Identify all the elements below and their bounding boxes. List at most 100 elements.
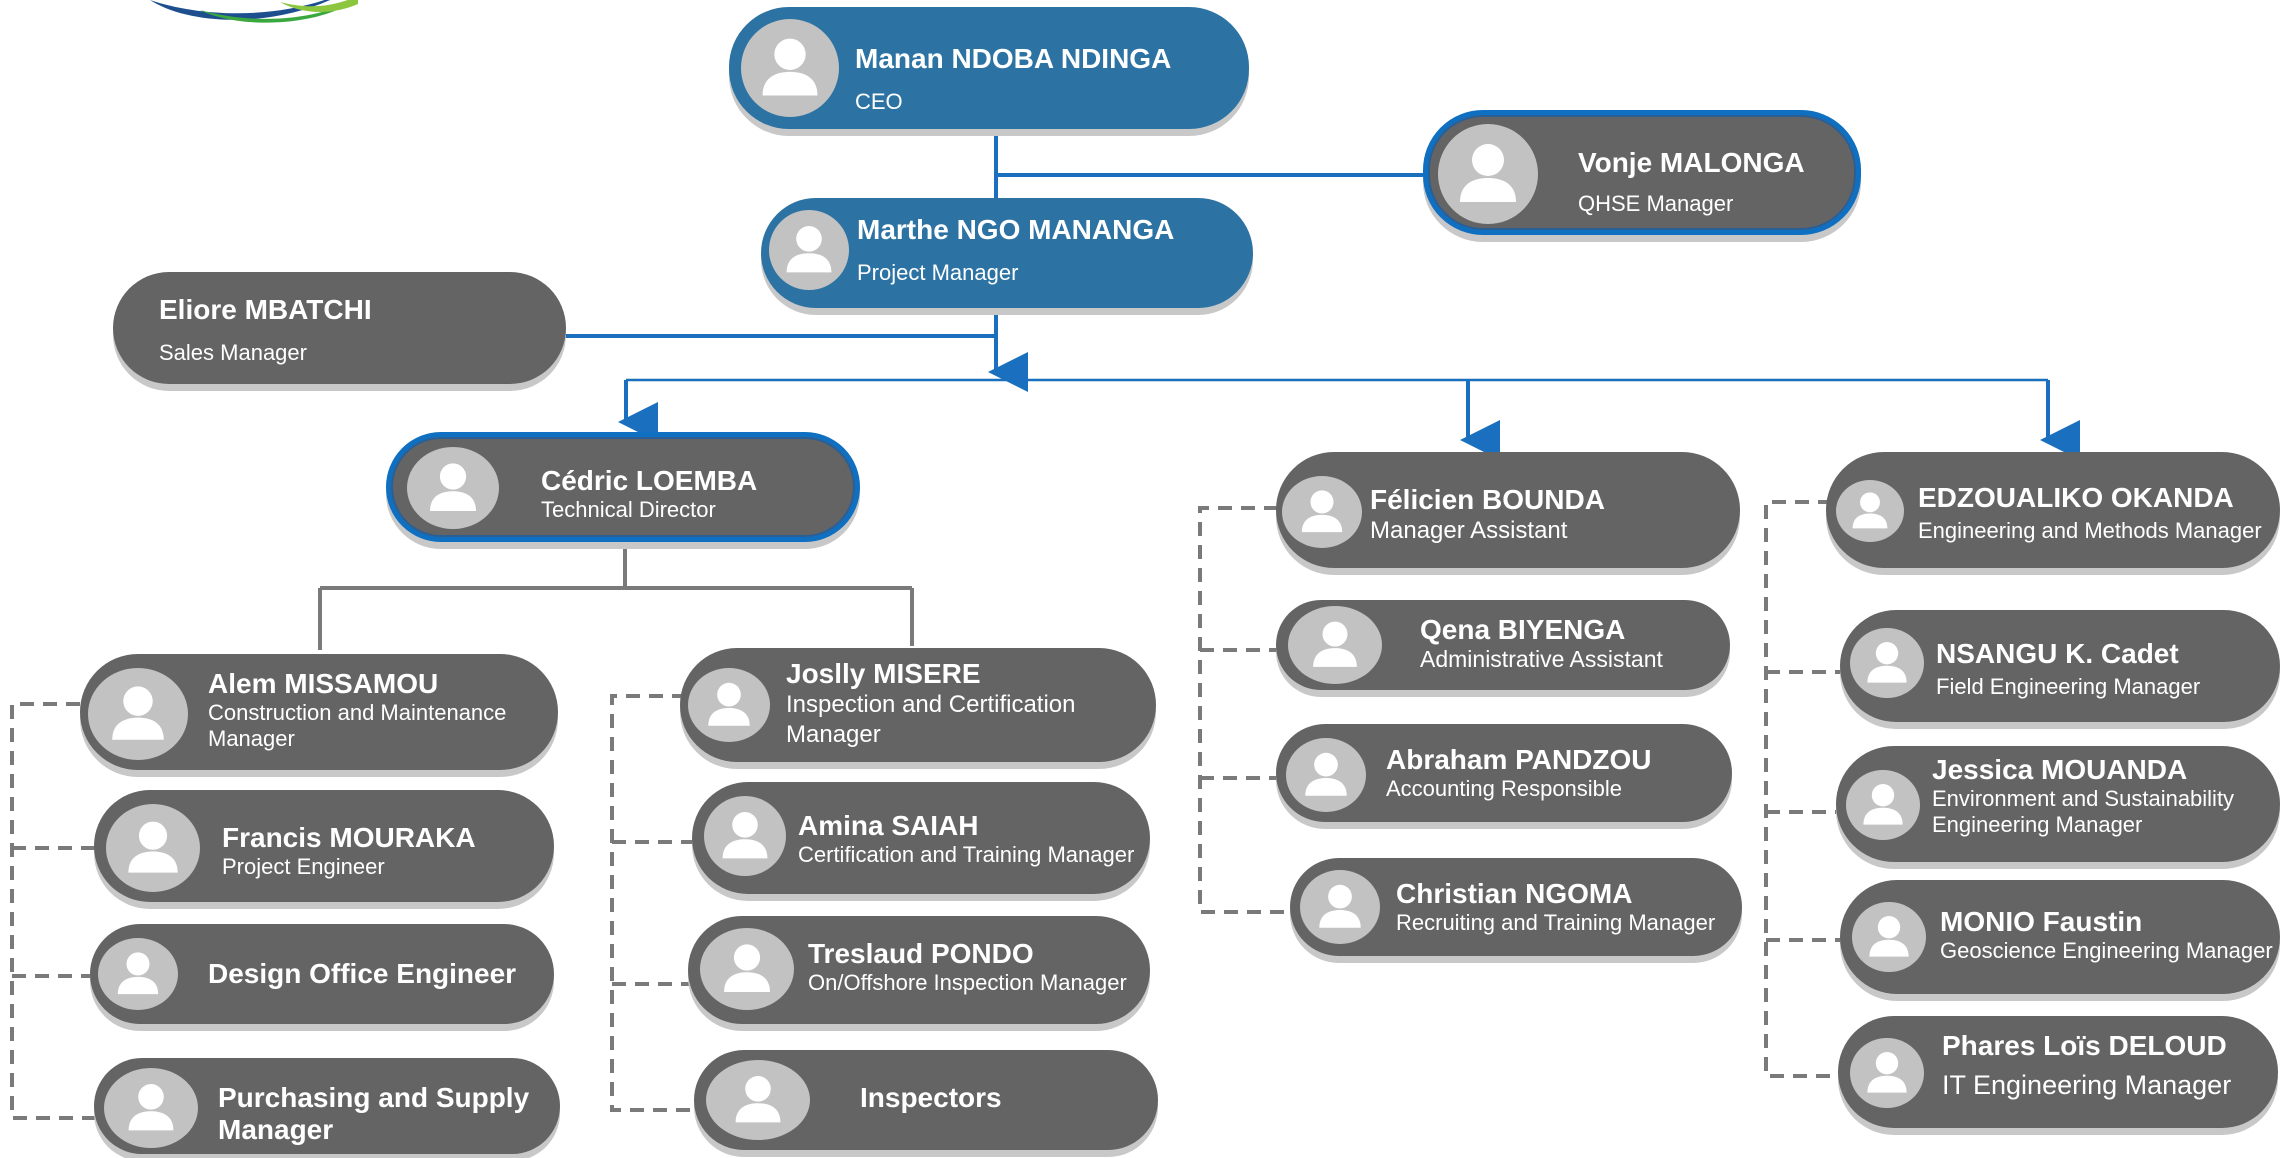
avatar (688, 668, 770, 742)
person-icon (1867, 642, 1907, 683)
node-title: Technical Director (541, 497, 716, 522)
node-title: Administrative Assistant (1420, 646, 1663, 672)
avatar (1850, 628, 1924, 698)
manager-assistant-node[interactable]: Félicien BOUNDA Manager Assistant (1276, 452, 1740, 568)
node-name: MONIO Faustin (1940, 906, 2143, 937)
node-title: Recruiting and Training Manager (1396, 910, 1716, 935)
technical-director-node[interactable]: Cédric LOEMBA Technical Director (386, 432, 860, 542)
person-icon (735, 1076, 781, 1123)
recruiting-training-manager-node[interactable]: Christian NGOMA Recruiting and Training … (1290, 858, 1742, 956)
avatar (1288, 606, 1382, 684)
inspection-group-dashed-line (610, 694, 694, 1112)
field-engineering-manager-node[interactable]: NSANGU K. Cadet Field Engineering Manage… (1840, 610, 2280, 722)
qhse-manager-node[interactable]: Vonje MALONGA QHSE Manager (1423, 110, 1861, 235)
inspection-onoffshore-manager-node[interactable]: Treslaud PONDO On/Offshore Inspection Ma… (688, 916, 1150, 1024)
node-title: Accounting Responsible (1386, 776, 1623, 801)
person-icon (1305, 752, 1347, 796)
node-title-line-1: Environment and Sustainability (1932, 786, 2235, 811)
node-title: Field Engineering Manager (1936, 674, 2201, 699)
avatar (741, 19, 839, 117)
avatar (769, 210, 849, 290)
avatar (706, 1060, 810, 1140)
node-name-line-1: Purchasing and Supply (218, 1082, 530, 1113)
engineering-group-dashed-line (1764, 500, 1842, 1078)
person-icon (762, 38, 818, 96)
node-title: IT Engineering Manager (1942, 1070, 2232, 1100)
node-title: QHSE Manager (1578, 191, 1734, 216)
node-name: Inspectors (860, 1082, 1002, 1113)
person-icon (1863, 784, 1903, 825)
person-icon (1852, 492, 1888, 529)
person-icon (1460, 144, 1516, 202)
node-title: On/Offshore Inspection Manager (808, 970, 1127, 995)
swoosh-logo-icon (150, 0, 358, 23)
avatar (1836, 480, 1904, 542)
node-name-line-2: Manager (218, 1114, 334, 1145)
person-icon (722, 812, 768, 859)
person-icon (786, 226, 832, 273)
node-title: Project Manager (857, 260, 1019, 285)
node-name: Qena BIYENGA (1420, 614, 1626, 645)
project-manager-node[interactable]: Marthe NGO MANANGA Project Manager (761, 198, 1253, 308)
node-title: Engineering and Methods Manager (1918, 518, 2262, 543)
avatar (407, 447, 499, 529)
inspection-certification-manager-node[interactable]: Joslly MISERE Inspection and Certificati… (680, 648, 1156, 762)
node-name: Jessica MOUANDA (1932, 754, 2188, 785)
node-title-line-2: Manager (786, 721, 881, 748)
avatar (1852, 902, 1926, 972)
admin-group-dashed-line (1198, 506, 1292, 914)
node-name: Design Office Engineer (208, 958, 517, 989)
accounting-responsible-node[interactable]: Abraham PANDZOU Accounting Responsible (1276, 724, 1732, 822)
avatar (1300, 870, 1380, 944)
node-name: Phares Loïs DELOUD (1942, 1030, 2227, 1061)
node-title-line-1: Construction and Maintenance (208, 700, 507, 725)
avatar (704, 796, 786, 876)
avatar (1438, 124, 1538, 224)
avatar (1846, 770, 1920, 840)
avatar (700, 928, 794, 1010)
node-title-line-2: Engineering Manager (1932, 812, 2143, 837)
geoscience-engineering-manager-node[interactable]: MONIO Faustin Geoscience Engineering Man… (1840, 880, 2280, 994)
node-title: CEO (855, 89, 903, 114)
person-icon (1869, 916, 1909, 957)
person-icon (1319, 884, 1361, 928)
person-icon (1867, 1052, 1907, 1093)
node-name: Francis MOURAKA (222, 822, 476, 853)
design-office-engineer-node[interactable]: Design Office Engineer (90, 924, 554, 1024)
person-icon (112, 686, 164, 740)
avatar (98, 938, 178, 1010)
it-engineering-manager-node[interactable]: Phares Loïs DELOUD IT Engineering Manage… (1838, 1016, 2278, 1128)
avatar (1282, 476, 1362, 548)
node-name: Vonje MALONGA (1578, 147, 1805, 178)
avatar (1286, 738, 1366, 812)
node-title-line-2: Manager (208, 726, 295, 751)
construction-maintenance-manager-node[interactable]: Alem MISSAMOU Construction and Maintenan… (80, 654, 558, 770)
construction-group-dashed-line (10, 702, 96, 1120)
person-icon (708, 682, 750, 726)
person-icon (117, 952, 159, 995)
node-title: Geoscience Engineering Manager (1940, 938, 2273, 963)
sales-manager-node[interactable]: Eliore MBATCHI Sales Manager (113, 272, 566, 384)
node-name: Alem MISSAMOU (208, 668, 439, 699)
avatar (106, 804, 200, 892)
person-icon (1313, 621, 1357, 667)
environment-sustainability-manager-node[interactable]: Jessica MOUANDA Environment and Sustaina… (1836, 746, 2280, 862)
node-title: Project Engineer (222, 854, 385, 879)
node-name: Félicien BOUNDA (1370, 484, 1605, 515)
avatar (1850, 1038, 1924, 1108)
person-icon (128, 1084, 174, 1131)
inspectors-node[interactable]: Inspectors (694, 1050, 1158, 1150)
certification-training-manager-node[interactable]: Amina SAIAH Certification and Training M… (692, 782, 1150, 894)
node-name: Marthe NGO MANANGA (857, 214, 1175, 245)
node-title: Manager Assistant (1370, 517, 1568, 544)
node-name: Cédric LOEMBA (541, 465, 758, 496)
node-title-line-1: Inspection and Certification (786, 691, 1076, 718)
purchasing-supply-manager-node[interactable]: Purchasing and Supply Manager (94, 1058, 560, 1154)
avatar (88, 668, 188, 760)
project-engineer-node[interactable]: Francis MOURAKA Project Engineer (94, 790, 554, 902)
node-name: EDZOUALIKO OKANDA (1918, 482, 2234, 513)
administrative-assistant-node[interactable]: Qena BIYENGA Administrative Assistant (1276, 600, 1730, 690)
ceo-node[interactable]: Manan NDOBA NDINGA CEO (729, 7, 1249, 129)
engineering-methods-manager-node[interactable]: EDZOUALIKO OKANDA Engineering and Method… (1826, 452, 2280, 568)
